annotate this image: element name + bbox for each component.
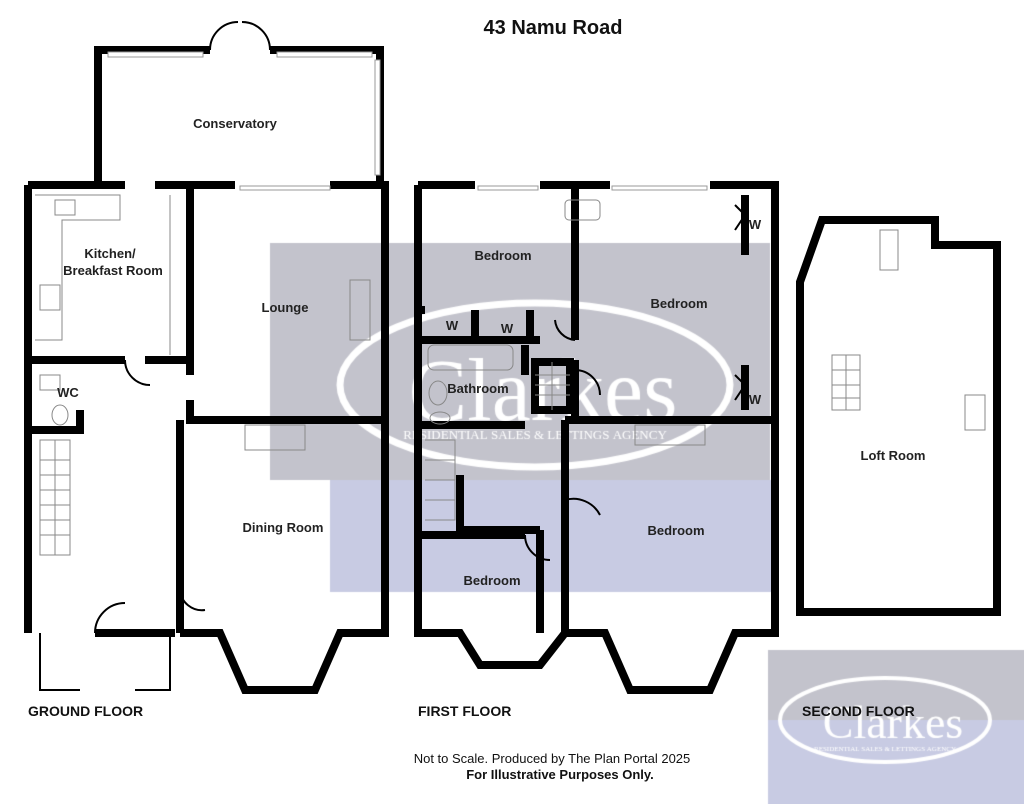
room-label-loft-room: Loft Room: [861, 448, 926, 463]
wardrobe-label: W: [446, 318, 459, 333]
first-floor-label: FIRST FLOOR: [418, 703, 511, 719]
ground-floor-label: GROUND FLOOR: [28, 703, 143, 719]
first-floor-plan: Bedroom Bedroom Bathroom Bedroom Bedroom…: [414, 181, 779, 694]
room-label-wc: WC: [57, 385, 79, 400]
room-label-bedroom-1: Bedroom: [474, 248, 531, 263]
footer-scale-note: Not to Scale. Produced by The Plan Porta…: [414, 751, 691, 766]
room-label-kitchen: Kitchen/: [84, 246, 136, 261]
wardrobe-label: W: [749, 217, 762, 232]
footer-disclaimer: For Illustrative Purposes Only.: [466, 767, 654, 782]
ground-floor-plan: Conservatory Kitchen/ Breakfast Room Lou…: [24, 21, 389, 694]
room-label-conservatory: Conservatory: [193, 116, 278, 131]
room-label-dining-room: Dining Room: [243, 520, 324, 535]
page-title: 43 Namu Road: [484, 17, 623, 39]
second-floor-plan: Loft Room: [796, 216, 1001, 616]
stairs-ground: [39, 439, 71, 556]
room-label-bedroom-3: Bedroom: [647, 523, 704, 538]
room-label-bedroom-2: Bedroom: [650, 296, 707, 311]
room-label-bedroom-4: Bedroom: [463, 573, 520, 588]
room-label-lounge: Lounge: [262, 300, 309, 315]
wardrobe-label: W: [749, 392, 762, 407]
wardrobe-label: W: [501, 321, 514, 336]
second-floor-label: SECOND FLOOR: [802, 703, 915, 719]
room-label-bathroom: Bathroom: [447, 381, 508, 396]
room-label-breakfast-room: Breakfast Room: [63, 263, 163, 278]
